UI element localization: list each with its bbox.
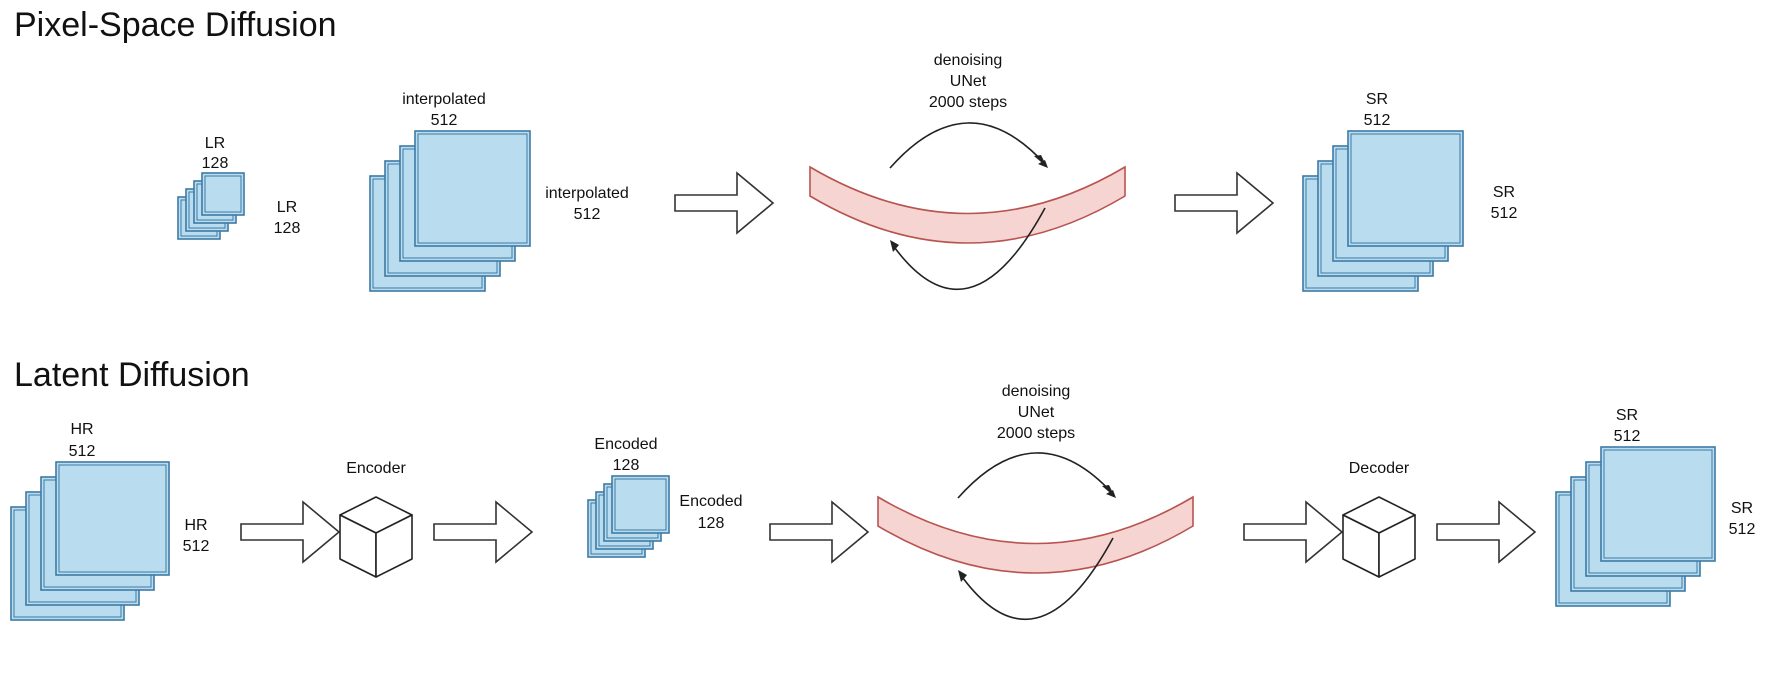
unet-pixel-forward-curve xyxy=(889,122,1046,169)
image-sheet-border xyxy=(1603,449,1713,559)
sr-pixel-top-label-line1: SR xyxy=(1366,91,1388,108)
block-arrow-shape xyxy=(769,500,870,564)
unet-pixel-label-line3: 2000 steps xyxy=(929,94,1007,111)
sr-pixel-stack-sheets xyxy=(1302,130,1464,292)
image-sheet xyxy=(55,461,170,576)
section-title-pixel-space: Pixel-Space Diffusion xyxy=(14,6,337,44)
unet-pixel-label-line2: UNet xyxy=(950,73,987,90)
lr-side-label-line2: 128 xyxy=(274,220,301,237)
unet-pixel: denoising UNet 2000 steps xyxy=(809,52,1126,291)
cube-right-face xyxy=(1378,514,1416,578)
unet-latent-forward-arrowhead-tip xyxy=(1106,490,1116,498)
block-arrow-shape xyxy=(1436,500,1537,564)
sr-latent-top-label-line2: 512 xyxy=(1614,428,1641,445)
unet-latent-band xyxy=(877,495,1194,574)
lr-top-label-line2: 128 xyxy=(202,155,229,172)
image-sheet xyxy=(1600,446,1716,562)
arrow-decoder-to-sr xyxy=(1436,500,1537,564)
sr-latent-stack-sheets xyxy=(1555,446,1716,607)
unet-latent-forward-curve xyxy=(957,452,1114,499)
image-sheet xyxy=(414,130,531,247)
sr-latent-side-label-line2: 512 xyxy=(1729,521,1756,538)
decoder-cube-icon xyxy=(1342,496,1416,578)
sr-pixel-top-label-line2: 512 xyxy=(1364,112,1391,129)
block-arrow-shape xyxy=(1243,500,1344,564)
hr-stack-sheets xyxy=(10,461,170,621)
hr-top-label-line1: HR xyxy=(70,421,93,438)
interpolated-side-label-line2: 512 xyxy=(574,206,601,223)
sr-latent-image-stack: SR 512 SR 512 xyxy=(1555,407,1756,607)
arrow-encoder-to-encoded xyxy=(433,500,534,564)
encoder-label: Encoder xyxy=(346,460,406,477)
lr-side-label-line1: LR xyxy=(277,199,297,216)
interpolated-top-label-line1: interpolated xyxy=(402,91,486,108)
image-sheet-border xyxy=(204,175,242,213)
decoder-label: Decoder xyxy=(1349,460,1410,477)
encoded-top-label-line2: 128 xyxy=(613,457,640,474)
block-arrow-shape xyxy=(433,500,534,564)
hr-image-stack: HR 512 HR 512 xyxy=(10,421,210,621)
unet-latent-label-line1: denoising xyxy=(1002,383,1071,400)
encoded-stack-sheets xyxy=(587,475,670,558)
arrow-hr-to-encoder xyxy=(240,500,341,564)
image-sheet xyxy=(1347,130,1464,247)
encoded-top-label-line1: Encoded xyxy=(594,436,657,453)
interpolated-stack-sheets xyxy=(369,130,531,292)
sr-pixel-image-stack: SR 512 SR 512 xyxy=(1302,91,1518,292)
image-sheet-border xyxy=(417,133,528,244)
encoder-cube-icon xyxy=(339,496,413,578)
hr-side-label-line1: HR xyxy=(184,517,207,534)
sr-latent-top-label-line1: SR xyxy=(1616,407,1638,424)
image-sheet-border xyxy=(614,478,667,531)
unet-pixel-return-curve xyxy=(891,207,1046,291)
image-sheet-border xyxy=(58,464,167,573)
lr-image-stack: LR 128 LR 128 xyxy=(177,135,301,240)
unet-latent-label-line2: UNet xyxy=(1018,404,1055,421)
unet-latent-return-arrowhead xyxy=(958,570,967,582)
hr-top-label-line2: 512 xyxy=(69,443,96,460)
encoded-side-label-line1: Encoded xyxy=(679,493,742,510)
block-arrow-shape xyxy=(240,500,341,564)
image-sheet xyxy=(201,172,245,216)
arrow-encoded-to-unet xyxy=(769,500,870,564)
decoder: Decoder xyxy=(1342,460,1416,578)
unet-latent: denoising UNet 2000 steps xyxy=(877,383,1194,621)
interpolated-image-stack: interpolated 512 interpolated 512 xyxy=(369,91,629,292)
hr-side-label-line2: 512 xyxy=(183,538,210,555)
block-arrow-shape xyxy=(674,171,775,235)
sr-pixel-side-label-line1: SR xyxy=(1493,184,1515,201)
sr-latent-side-label-line1: SR xyxy=(1731,500,1753,517)
arrow-unet-to-sr xyxy=(1174,171,1275,235)
lr-top-label-line1: LR xyxy=(205,135,225,152)
unet-pixel-forward-arrowhead-tip xyxy=(1038,160,1048,168)
unet-latent-return-curve xyxy=(959,537,1114,621)
encoded-image-stack: Encoded 128 Encoded 128 xyxy=(587,436,743,558)
interpolated-side-label-line1: interpolated xyxy=(545,185,629,202)
arrow-unet-to-decoder xyxy=(1243,500,1344,564)
encoded-side-label-line2: 128 xyxy=(698,515,725,532)
section-title-latent: Latent Diffusion xyxy=(14,356,250,394)
unet-pixel-return-arrowhead xyxy=(890,240,899,252)
encoder: Encoder xyxy=(339,460,413,578)
image-sheet xyxy=(611,475,670,534)
unet-pixel-band xyxy=(809,165,1126,244)
image-sheet-border xyxy=(1350,133,1461,244)
unet-latent-label-line3: 2000 steps xyxy=(997,425,1075,442)
sr-pixel-side-label-line2: 512 xyxy=(1491,205,1518,222)
unet-pixel-label-line1: denoising xyxy=(934,52,1003,69)
block-arrow-shape xyxy=(1174,171,1275,235)
lr-stack-sheets xyxy=(177,172,245,240)
arrow-interpolated-to-unet xyxy=(674,171,775,235)
interpolated-top-label-line2: 512 xyxy=(431,112,458,129)
cube-right-face xyxy=(375,514,413,578)
